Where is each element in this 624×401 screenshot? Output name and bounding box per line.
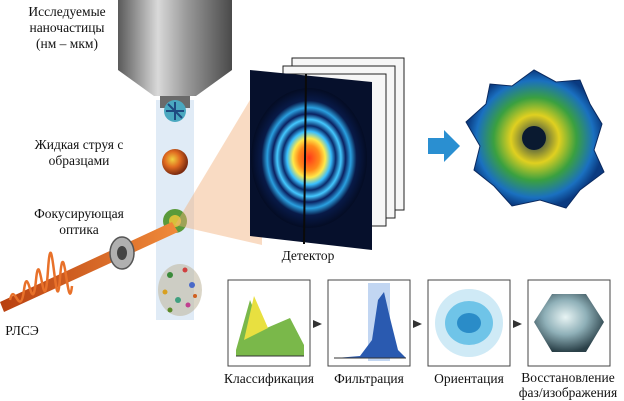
label-particles-line3: (нм – мкм) [36,36,98,51]
label-focusing-optics: Фокусирующая оптика [4,206,154,238]
step-label-orientation: Ориентация [434,371,504,386]
reconstructed-3d-intensity [465,69,605,209]
label-particles: Исследуемые наночастицы (нм – мкм) [14,4,120,52]
nanoparticle-1 [164,100,186,122]
label-jet-line2: образцами [48,153,110,168]
label-detector: Детектор [281,248,335,263]
label-jet-line1: Жидкая струя с [34,137,124,152]
step-label-reconstruction-line1: Восстановление [521,370,615,385]
xfel-pulse-waveform [8,251,74,303]
nanoparticle-2 [162,149,188,175]
step-label-reconstruction-line2: фаз/изображения [518,385,618,400]
step-label-classification: Классификация [224,371,314,386]
diffraction-pattern [250,70,372,250]
pipeline-arrows [313,320,522,328]
step-label-filtering: Фильтрация [334,371,404,386]
focusing-optic [109,236,135,270]
panel-reconstruction [527,279,611,367]
label-optics-line1: Фокусирующая [34,206,124,221]
scattering-cone [175,80,262,245]
label-liquid-jet: Жидкая струя с образцами [4,137,154,169]
process-arrow [428,130,460,162]
panel-orientation [427,279,511,367]
panel-filtering [327,279,411,367]
particle-debris [158,264,202,316]
label-xfel: РЛСЭ [5,323,39,338]
label-optics-line2: оптика [59,222,99,237]
label-particles-line2: наночастицы [29,20,105,35]
panel-classification [227,279,311,367]
sample-injector-nozzle [118,0,232,108]
label-particles-line1: Исследуемые [28,4,106,19]
step-label-reconstruction: Восстановление фаз/изображения [512,370,624,400]
